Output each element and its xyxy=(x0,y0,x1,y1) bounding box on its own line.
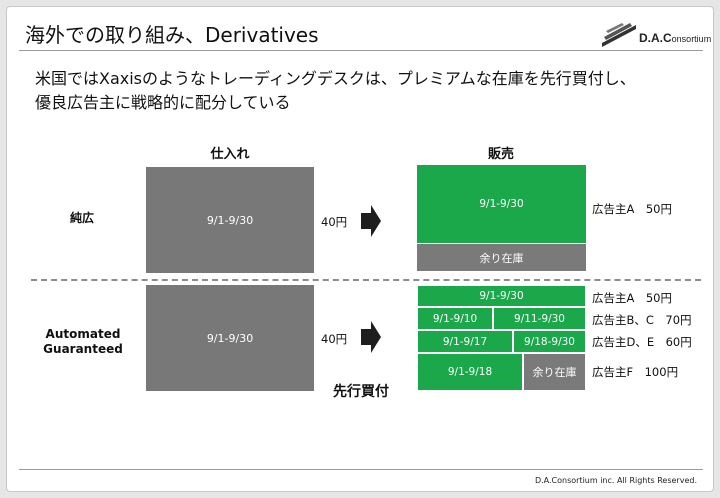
ag-price: 40円 xyxy=(321,332,348,346)
ag-cell-r3b-text: 9/18-9/30 xyxy=(524,335,575,348)
ag-cell-r2b: 9/11-9/30 xyxy=(493,307,586,330)
footer-divider xyxy=(19,469,703,470)
pure-remaining-inventory: 余り在庫 xyxy=(417,243,586,271)
pure-price: 40円 xyxy=(321,215,348,229)
pure-remaining-label: 余り在庫 xyxy=(479,251,524,265)
ag-cell-r2a-text: 9/1-9/10 xyxy=(432,312,478,325)
ag-label-line-1: Automated xyxy=(45,327,121,341)
lead-line-2: 優良広告主に戦略的に配分している xyxy=(35,93,291,112)
pure-arrow-icon xyxy=(361,205,381,237)
slide: 海外での取り組み、Derivatives D.A.Consortium 米国では… xyxy=(6,6,714,492)
ag-client-4: 広告主F 100円 xyxy=(592,365,679,379)
ag-cell-r4b-text: 余り在庫 xyxy=(532,366,577,379)
ag-purchase-block: 9/1-9/30 xyxy=(146,285,314,391)
ag-label-line-2: Guaranteed xyxy=(43,342,123,356)
slide-title: 海外での取り組み、Derivatives xyxy=(25,23,319,47)
dac-logo-icon xyxy=(602,23,636,47)
pure-purchase-block: 9/1-9/30 xyxy=(146,167,314,273)
dac-logo: D.A.Consortium xyxy=(602,19,712,49)
ag-cell-r2b-text: 9/11-9/30 xyxy=(514,312,565,325)
pure-sales-period: 9/1-9/30 xyxy=(479,198,524,210)
logo-text: D.A.Consortium xyxy=(639,31,712,45)
ag-client-3: 広告主D、E 60円 xyxy=(592,335,692,349)
purchase-header: 仕入れ xyxy=(210,147,250,162)
lead-line-1: 米国ではXaxisのようなトレーディングデスクは、プレミアムな在庫を先行買付し、 xyxy=(35,69,636,88)
ag-purchase-period: 9/1-9/30 xyxy=(206,331,254,345)
ag-cell-r1-text: 9/1-9/30 xyxy=(479,290,524,302)
pure-sales-block: 9/1-9/30 xyxy=(417,165,586,243)
pure-purchase-period: 9/1-9/30 xyxy=(206,213,254,227)
ag-cell-r3a: 9/1-9/17 xyxy=(417,330,513,353)
ag-cell-r4b: 余り在庫 xyxy=(523,353,586,391)
sales-header: 販売 xyxy=(487,147,514,162)
ag-cell-r4a: 9/1-9/18 xyxy=(417,353,523,391)
ag-cell-r1: 9/1-9/30 xyxy=(417,285,586,307)
ag-client-1: 広告主A 50円 xyxy=(592,291,672,305)
title-divider xyxy=(19,50,703,51)
ag-cell-r3b: 9/18-9/30 xyxy=(513,330,586,353)
section-divider xyxy=(31,279,701,281)
forward-buy-label: 先行買付 xyxy=(333,384,389,400)
pure-ad-label: 純広 xyxy=(69,211,94,225)
ag-cell-r4a-text: 9/1-9/18 xyxy=(447,366,493,378)
ag-arrow-icon xyxy=(361,321,381,353)
ag-cell-r3a-text: 9/1-9/17 xyxy=(442,335,488,348)
footer-copyright: D.A.Consortium inc. All Rights Reserved. xyxy=(534,476,697,485)
ag-client-2: 広告主B、C 70円 xyxy=(592,313,692,327)
pure-client: 広告主A 50円 xyxy=(592,202,672,216)
ag-cell-r2a: 9/1-9/10 xyxy=(417,307,493,330)
